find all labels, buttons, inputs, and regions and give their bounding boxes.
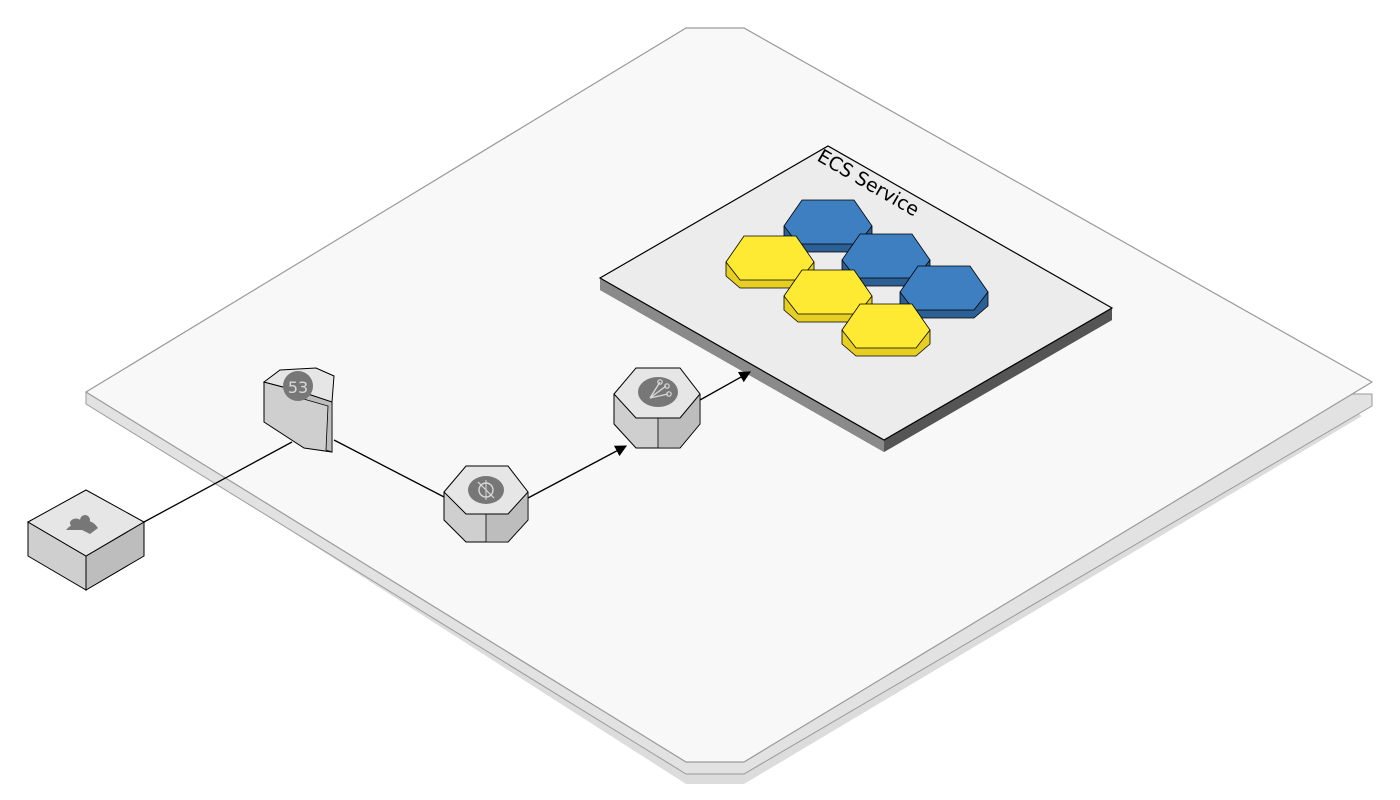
connection-user-route53 (143, 441, 293, 523)
ecs-task-yellow-3 (841, 303, 931, 357)
route53-node[interactable]: 53 (262, 367, 335, 453)
region-platform (84, 27, 1374, 784)
route53-badge-text: 53 (288, 378, 308, 397)
load-balancer-icon (638, 377, 678, 407)
route53-icon: 53 (283, 371, 313, 401)
user-icon (66, 515, 98, 534)
ecs-task-blue-1 (783, 199, 873, 253)
waf-node[interactable] (443, 465, 529, 543)
connection-waf-lb (527, 445, 628, 499)
connections (143, 371, 752, 523)
connection-lb-ecs (699, 371, 752, 401)
connection-route53-waf (333, 439, 447, 499)
ecs-task-yellow-2 (783, 269, 873, 323)
waf-icon (468, 476, 504, 504)
ecs-task-yellow-1 (725, 235, 815, 289)
load-balancer-node[interactable] (613, 367, 701, 449)
user-node[interactable] (26, 489, 146, 591)
ecs-task-blue-3 (899, 265, 989, 319)
